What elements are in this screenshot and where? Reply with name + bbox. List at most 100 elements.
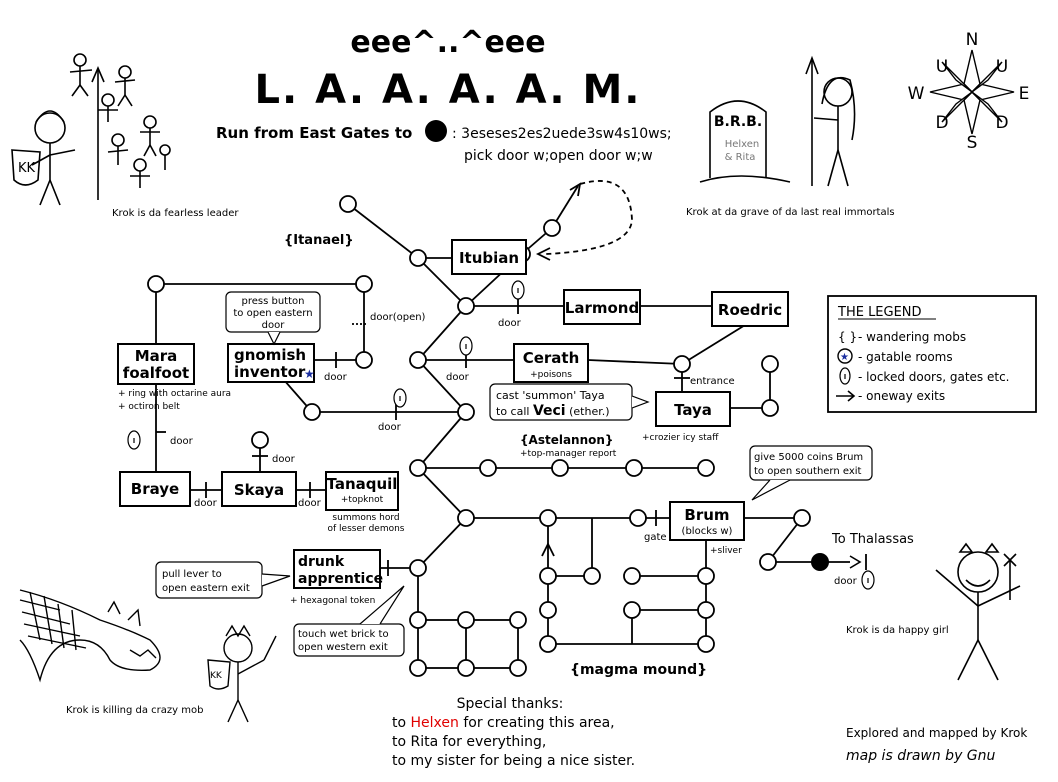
caption-killing: Krok is killing da crazy mob xyxy=(66,705,203,716)
room-drunk-line1: drunk xyxy=(298,554,345,570)
legend-box xyxy=(827,295,1037,413)
label-door-mara: door xyxy=(170,436,194,447)
run-line2: pick door w;open door w;w xyxy=(464,148,653,164)
label-door-tanaquil: door xyxy=(298,498,322,509)
room-itubian: Itubian xyxy=(459,249,519,267)
legend-text-gatable: - gatable rooms xyxy=(858,350,953,364)
caption-grave: Krok at da grave of da last real immorta… xyxy=(686,207,895,218)
target-room-dot xyxy=(811,553,829,571)
callout-taya-line1: cast 'summon' Taya xyxy=(496,389,605,402)
callout-button-line3: door xyxy=(262,320,286,331)
legend-star-icon xyxy=(837,348,853,364)
grave-line3: & Rita xyxy=(725,152,756,163)
happy-girl-drawing xyxy=(935,542,1021,681)
shield-letters: KK xyxy=(18,161,36,176)
label-door-braye: door xyxy=(194,498,218,509)
credits-drawn: map is drawn by Gnu xyxy=(846,748,996,764)
compass-icon xyxy=(929,49,1015,135)
room-brum-note: +sliver xyxy=(710,546,742,556)
room-braye: Braye xyxy=(131,480,179,498)
thanks-title: Special thanks: xyxy=(457,696,564,712)
label-door-gnomish: door xyxy=(378,422,402,433)
room-taya: Taya xyxy=(674,401,712,419)
page-title: L. A. A. A. A. M. xyxy=(255,67,642,113)
lock-icon-dots xyxy=(133,288,869,583)
legend-arrow-icon xyxy=(836,390,856,402)
arrow-to-thalassas-icon xyxy=(849,555,862,569)
room-mara-line1: Mara xyxy=(135,347,178,365)
mob-astelannon: {Astelannon} xyxy=(520,433,613,447)
room-tanaquil: Tanaquil xyxy=(327,475,398,493)
room-drunk-note: + hexagonal token xyxy=(290,596,375,606)
caption-leader: Krok is da fearless leader xyxy=(112,208,239,219)
compass-u-left: U xyxy=(936,57,948,77)
grave-line2: Helxen xyxy=(725,139,760,150)
gatable-star-icon: ★ xyxy=(304,367,315,381)
leader-drawing xyxy=(11,53,171,206)
room-mara-line2: foalfoot xyxy=(123,364,189,382)
room-brum: Brum xyxy=(684,506,729,524)
credits-explored: Explored and mapped by Krok xyxy=(846,726,1027,740)
room-taya-note: +crozier icy staff xyxy=(642,433,719,443)
compass-u-right: U xyxy=(996,57,1008,77)
room-mara-note2: + octiron belt xyxy=(118,402,180,412)
room-roedric: Roedric xyxy=(718,301,782,319)
callout-boxes xyxy=(155,291,873,657)
room-cerath-note: +poisons xyxy=(530,370,572,380)
shield-letters-small: KK xyxy=(210,671,223,681)
legend-text-locked: - locked doors, gates etc. xyxy=(858,370,1010,384)
room-gnomish-line2: inventor xyxy=(234,363,306,381)
compass-e: E xyxy=(1019,84,1030,104)
callout-brum-line2: to open southern exit xyxy=(754,466,862,477)
legend-title: THE LEGEND xyxy=(837,305,922,320)
thanks-line1: to Helxen for creating this area, xyxy=(392,715,615,731)
mob-magma: {magma mound} xyxy=(570,662,707,678)
room-tanaquil-sub1: summons hord xyxy=(332,513,399,523)
legend-text-oneway: - oneway exits xyxy=(858,389,945,403)
callout-lever-line1: pull lever to xyxy=(162,569,222,580)
callout-brum-line1: give 5000 coins Brum xyxy=(754,452,863,463)
room-mara-note1: + ring with octarine aura xyxy=(118,389,231,399)
room-skaya: Skaya xyxy=(234,481,284,499)
mob-itanael: {Itanael} xyxy=(284,233,354,248)
room-tanaquil-note: +topknot xyxy=(341,495,384,505)
run-prefix: Run from East Gates to xyxy=(216,124,412,142)
label-gate: gate xyxy=(644,532,667,543)
legend-text-mobs: - wandering mobs xyxy=(858,330,966,344)
room-larmond: Larmond xyxy=(565,299,639,317)
callout-button-line1: press button xyxy=(242,296,305,307)
thanks-line2: to Rita for everything, xyxy=(392,734,546,750)
callout-lever-line2: open eastern exit xyxy=(162,583,250,594)
label-entrance: entrance xyxy=(690,376,735,387)
label-door-open: door(open) xyxy=(370,312,426,323)
callout-brick-line1: touch wet brick to xyxy=(298,629,389,640)
callout-button-line2: to open eastern xyxy=(233,308,312,319)
target-dot xyxy=(425,120,447,142)
run-path: : 3eseses2es2uede3sw4s10ws; xyxy=(452,126,672,142)
title-face: ееe^..^eee xyxy=(350,25,545,60)
room-brum-sub: (blocks w) xyxy=(682,526,733,537)
label-door-skaya-top: door xyxy=(272,454,296,465)
label-to-thalassas: To Thalassas xyxy=(831,532,914,547)
room-boxes xyxy=(117,239,789,589)
label-door-thalassas: door xyxy=(834,576,858,587)
dragon-drawing xyxy=(19,589,277,723)
callout-taya-line2: to call Veci (ether.) xyxy=(496,403,610,419)
map-nodes xyxy=(147,195,811,677)
compass-d-right: D xyxy=(995,113,1008,133)
mob-astelannon-note: +top-manager report xyxy=(520,449,617,459)
compass-w: W xyxy=(908,84,925,104)
room-cerath: Cerath xyxy=(523,349,580,367)
label-door-larmond: door xyxy=(498,318,522,329)
compass-n: N xyxy=(966,30,979,50)
compass-s: S xyxy=(967,133,978,153)
grave-drawing xyxy=(699,55,856,187)
label-door-inventor: door xyxy=(324,372,348,383)
room-drunk-line2: apprentice xyxy=(298,571,383,587)
legend-symbol-mobs: { } xyxy=(838,330,857,344)
callout-brick-line2: open western exit xyxy=(298,642,388,653)
room-tanaquil-sub2: of lesser demons xyxy=(328,524,405,534)
room-gnomish-line1: gnomish xyxy=(234,346,306,364)
grave-line1: B.R.B. xyxy=(714,114,762,130)
